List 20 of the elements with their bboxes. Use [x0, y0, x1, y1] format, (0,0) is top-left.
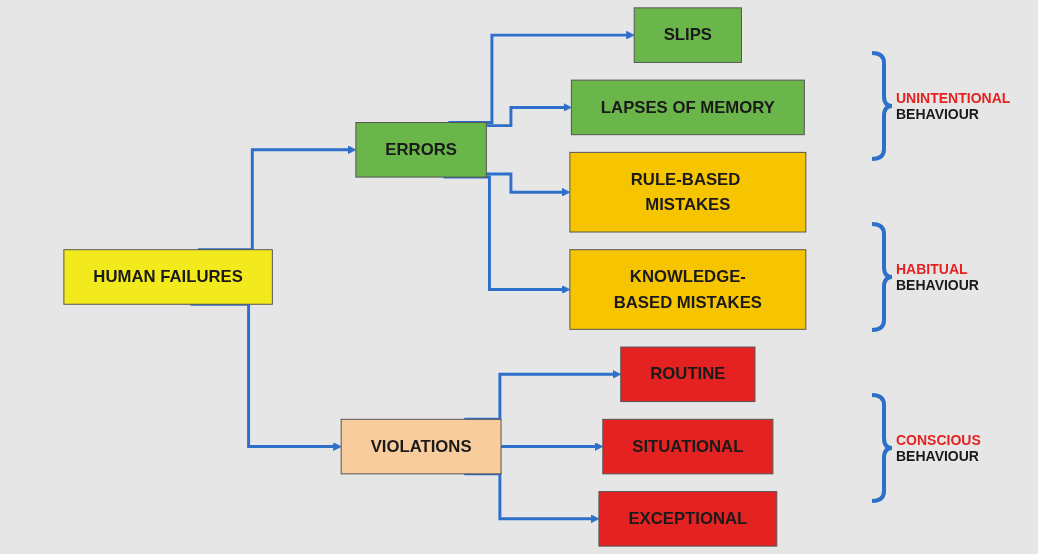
node-box: ERRORS	[355, 122, 487, 178]
category-label: HABITUAL	[896, 261, 968, 277]
behaviour-label: BEHAVIOUR	[896, 277, 979, 293]
node-box: RULE-BASED MISTAKES	[569, 151, 807, 233]
category-label: UNINTENTIONAL	[896, 89, 1011, 106]
arrow	[464, 370, 622, 421]
node-box: HUMAN FAILURES	[63, 249, 273, 305]
node-box: KNOWLEDGE-BASED MISTAKES	[569, 249, 807, 330]
arrow	[486, 172, 571, 197]
node-box: ROUTINE	[620, 346, 756, 403]
node-box: LAPSES OF MEMORY	[571, 79, 805, 136]
node-box: VIOLATIONS	[340, 418, 502, 475]
node-box: SITUATIONAL	[602, 418, 774, 475]
arrow	[501, 442, 604, 451]
behaviour-label: BEHAVIOUR	[896, 105, 979, 122]
behaviour-label: BEHAVIOUR	[896, 448, 979, 465]
arrow	[486, 103, 572, 128]
node-box: EXCEPTIONAL	[598, 491, 778, 547]
node-box: SLIPS	[633, 7, 743, 63]
category-label: CONSCIOUS	[896, 432, 981, 449]
